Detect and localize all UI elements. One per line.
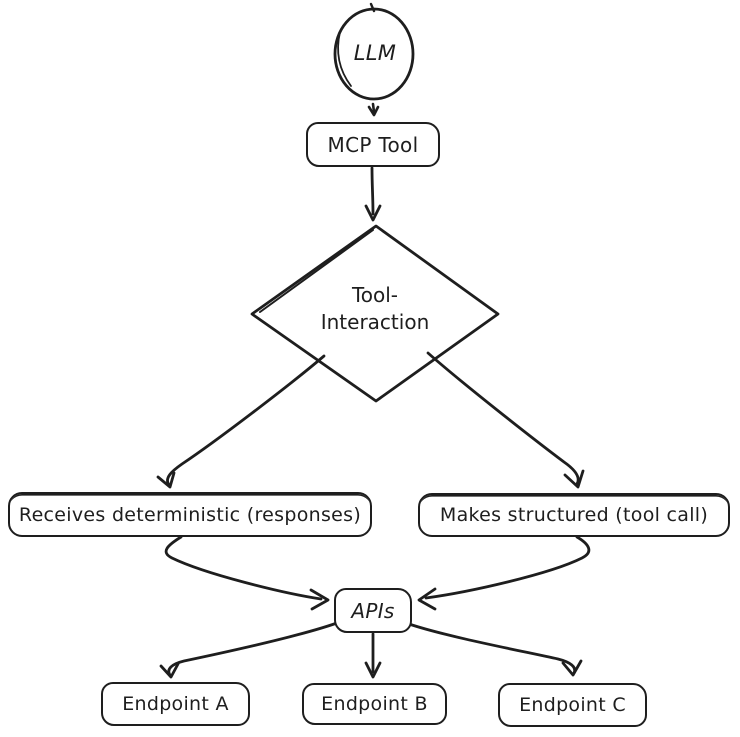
diamond-outline [250, 224, 500, 403]
node-mcp-tool-label: MCP Tool [327, 132, 419, 157]
arrowhead-down-icon [364, 204, 382, 222]
arrow-shaft [166, 354, 326, 487]
arrow-shaft [164, 535, 323, 601]
node-makes-structured[interactable]: Makes structured (tool call) [418, 493, 730, 537]
arrow-shaft [407, 622, 577, 675]
arrowhead-down-icon [156, 471, 176, 489]
node-apis[interactable]: APIs [334, 588, 412, 633]
arrowhead-right-icon [309, 588, 330, 611]
node-endpoint-b-label: Endpoint B [321, 693, 428, 715]
node-endpoint-a[interactable]: Endpoint A [101, 682, 250, 726]
arrow-apis-to-endpoint-c[interactable] [407, 622, 583, 677]
llm-ellipse-outline [333, 7, 415, 101]
node-endpoint-b[interactable]: Endpoint B [302, 683, 447, 725]
arrowhead-down-icon [563, 469, 585, 489]
diamond-sketch-overlap [259, 229, 374, 313]
llm-ellipse-pen-tick [369, 2, 376, 13]
arrow-apis-to-endpoint-a[interactable] [159, 621, 339, 679]
llm-ellipse[interactable] [333, 2, 415, 101]
arrowhead-down-icon [367, 105, 380, 117]
node-mcp-tool[interactable]: MCP Tool [306, 122, 440, 167]
arrow-shaft [424, 535, 591, 600]
node-endpoint-a-label: Endpoint A [122, 693, 229, 715]
node-makes-structured-label: Makes structured (tool call) [439, 504, 709, 526]
arrow-shaft [426, 351, 580, 486]
tool-interaction-diamond[interactable] [250, 224, 500, 403]
arrow-mcp-tool-to-tool-interaction[interactable] [364, 166, 382, 222]
arrowhead-down-icon [364, 661, 382, 679]
arrow-apis-to-endpoint-b[interactable] [364, 632, 382, 679]
arrow-shaft [167, 621, 339, 677]
arrow-tool-interaction-to-receives[interactable] [156, 354, 326, 489]
arrow-tool-interaction-to-makes[interactable] [426, 351, 585, 489]
arrowhead-left-icon [417, 587, 437, 611]
llm-ellipse-sketch-overlap [337, 31, 352, 87]
node-endpoint-c[interactable]: Endpoint C [498, 683, 647, 727]
arrow-receives-to-apis[interactable] [164, 535, 330, 611]
arrowhead-down-icon [561, 659, 583, 677]
arrow-makes-to-apis[interactable] [417, 535, 591, 611]
node-receives-deterministic-label: Receives deterministic (responses) [18, 503, 362, 526]
arrow-shaft [370, 166, 375, 216]
node-endpoint-c-label: Endpoint C [519, 694, 626, 716]
arrowhead-down-icon [159, 662, 180, 679]
node-receives-deterministic[interactable]: Receives deterministic (responses) [8, 492, 372, 537]
node-apis-label: APIs [351, 598, 395, 623]
arrow-shaft [371, 102, 376, 114]
arrow-llm-to-mcp-tool[interactable] [367, 102, 380, 117]
